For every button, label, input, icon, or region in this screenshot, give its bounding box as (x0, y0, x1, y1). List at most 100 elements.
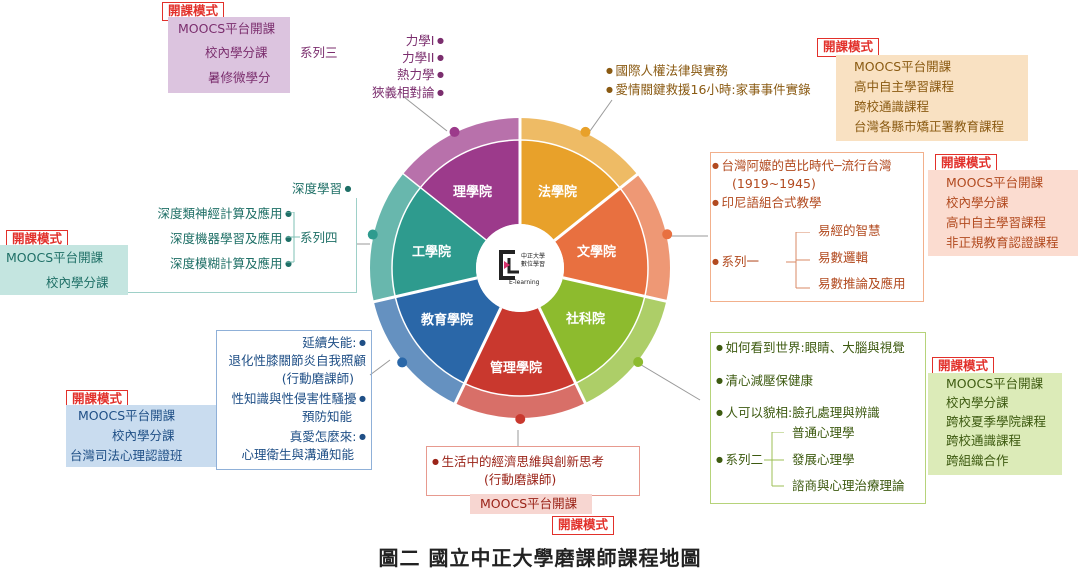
college-label-science: 理學院 (453, 185, 493, 200)
logo-line1: 中正大學 (521, 253, 546, 260)
social-series-course-1: 普通心理學 (792, 425, 855, 440)
arts-bracket (786, 232, 810, 289)
wheel-dot-law (580, 126, 591, 137)
social-course-1: 如何看到世界:眼睛、大腦與視覺 (716, 341, 905, 355)
arts-course-1-line2: (1919~1945) (732, 176, 816, 191)
edu-course-1-line1: 延續失能: (302, 336, 366, 350)
arts-mode-2: 校內學分課 (946, 195, 1009, 210)
mode-tag-arts: 開課模式 (935, 154, 998, 173)
science-mode-2: 校內學分課 (205, 45, 268, 60)
law-modes-box (836, 55, 1028, 141)
arts-course-1-line1: 台灣阿嬤的芭比時代─流行台灣 (712, 159, 892, 173)
science-course-2: 力學II (402, 51, 444, 65)
arts-series-course-3: 易數推論及應用 (818, 276, 906, 291)
arts-mode-1: MOOCS平台開課 (946, 175, 1044, 190)
logo-line2: 數位學習 (521, 261, 546, 268)
wheel-sector-social (539, 277, 645, 384)
arts-series: 系列一 (712, 255, 760, 269)
edu-course-2-line1: 性知識與性侵害性騷擾 (231, 392, 366, 406)
social-series: 系列二 (716, 453, 764, 467)
social-course-3: 人可以貌相:臉孔處理與辨識 (716, 406, 880, 420)
social-mode-1: MOOCS平台開課 (946, 376, 1044, 391)
mode-tag-edu: 開課模式 (66, 390, 129, 409)
wheel-ring-science (402, 118, 520, 189)
eng-modes-box (0, 245, 128, 295)
eng-series-course-3: 深度模糊計算及應用 (170, 257, 292, 271)
wheel-ring-law (520, 118, 638, 189)
wheel-separator (452, 307, 503, 406)
college-label-social: 社科院 (566, 312, 606, 327)
wheel-sector-arts (554, 188, 648, 297)
arts-course-box (710, 152, 924, 302)
mode-tag-law: 開課模式 (817, 38, 880, 57)
law-course-2: 愛情關鍵救援16小時:家事事件實錄 (606, 83, 811, 97)
social-course-2: 清心減壓保健康 (716, 374, 814, 388)
wheel-dot-edu (397, 357, 408, 368)
edu-mode-3: 台灣司法心理認證班 (70, 448, 183, 463)
edu-course-2-line2: 預防知能 (301, 409, 352, 424)
eng-course-1: 深度學習 (292, 182, 352, 196)
edu-course-3-line1: 真愛怎麼來: (290, 430, 366, 444)
wheel-separator (562, 276, 669, 304)
wheel-dot-science (449, 126, 460, 137)
edu-mode-1: MOOCS平台開課 (78, 408, 176, 423)
wheel-separator (371, 276, 478, 304)
science-series: 系列三 (300, 45, 338, 60)
science-modes-box (168, 17, 290, 93)
mgmt-modes-box (470, 494, 592, 514)
center-logo: 中正大學 數位學習 E-learning (495, 246, 547, 290)
wheel-dot-mgmt (515, 413, 526, 424)
college-label-edu: 教育學院 (421, 313, 474, 328)
social-mode-2: 校內學分課 (946, 395, 1009, 410)
college-label-law: 法學院 (538, 185, 578, 200)
edu-mode-2: 校內學分課 (112, 428, 175, 443)
wheel-sector-mgmt (464, 307, 576, 396)
social-bracket (764, 432, 784, 487)
social-mode-3: 跨校夏季學院課程 (946, 414, 1047, 429)
arts-modes-box (928, 170, 1078, 256)
mode-tag-social: 開課模式 (932, 357, 995, 376)
wheel-separator (537, 306, 588, 406)
eng-series-course-2: 深度機器學習及應用 (170, 232, 292, 246)
law-mode-3: 跨校通識課程 (854, 99, 930, 114)
edu-modes-box (66, 405, 216, 467)
edu-course-1-line3: (行動磨課師) (281, 371, 354, 386)
wheel-dot-social (633, 356, 644, 367)
science-mode-3: 暑修微學分 (208, 70, 271, 85)
science-course-4: 狹義相對論 (372, 86, 444, 100)
eng-mode-2: 校內學分課 (46, 275, 109, 290)
logo-line3: E-learning (509, 279, 540, 286)
mgmt-course-line2: (行動磨課師) (484, 472, 557, 487)
social-modes-box (928, 373, 1062, 475)
law-mode-1: MOOCS平台開課 (854, 59, 952, 74)
arts-course-2: 印尼語組合式教學 (712, 196, 822, 210)
law-mode-2: 高中自主學習課程 (854, 79, 955, 94)
arts-series-course-1: 易經的智慧 (818, 223, 881, 238)
mode-tag-mgmt: 開課模式 (552, 516, 615, 535)
wheel-center (476, 224, 564, 312)
college-label-mgmt: 管理學院 (490, 361, 543, 376)
law-mode-4: 台灣各縣市矯正署教育課程 (854, 119, 1005, 134)
eng-series: 系列四 (300, 230, 338, 245)
figure-caption: 圖二 國立中正大學磨課師課程地圖 (378, 546, 702, 570)
wheel-separator (553, 171, 640, 242)
mgmt-mode-1: MOOCS平台開課 (480, 496, 578, 511)
eng-course-box (126, 198, 357, 293)
arts-series-course-2: 易數邏輯 (818, 250, 869, 265)
wheel-sector-eng (392, 188, 486, 297)
college-label-arts: 文學院 (577, 245, 617, 260)
wheel-inner-ring (391, 139, 649, 397)
wheel-dot-eng (367, 229, 378, 240)
wheel-ring-social (575, 296, 667, 404)
wheel-dot-arts (662, 229, 673, 240)
edu-course-3-line2: 心理衛生與溝通知能 (241, 447, 354, 462)
social-mode-5: 跨組織合作 (946, 453, 1009, 468)
eng-mode-1: MOOCS平台開課 (6, 250, 104, 265)
eng-bracket (286, 212, 300, 263)
mgmt-course-line1: 生活中的經濟思維與創新思考 (432, 455, 605, 469)
social-series-course-3: 諮商與心理治療理論 (792, 478, 905, 493)
social-mode-4: 跨校通識課程 (946, 433, 1022, 448)
wheel-ring-edu (373, 296, 465, 404)
